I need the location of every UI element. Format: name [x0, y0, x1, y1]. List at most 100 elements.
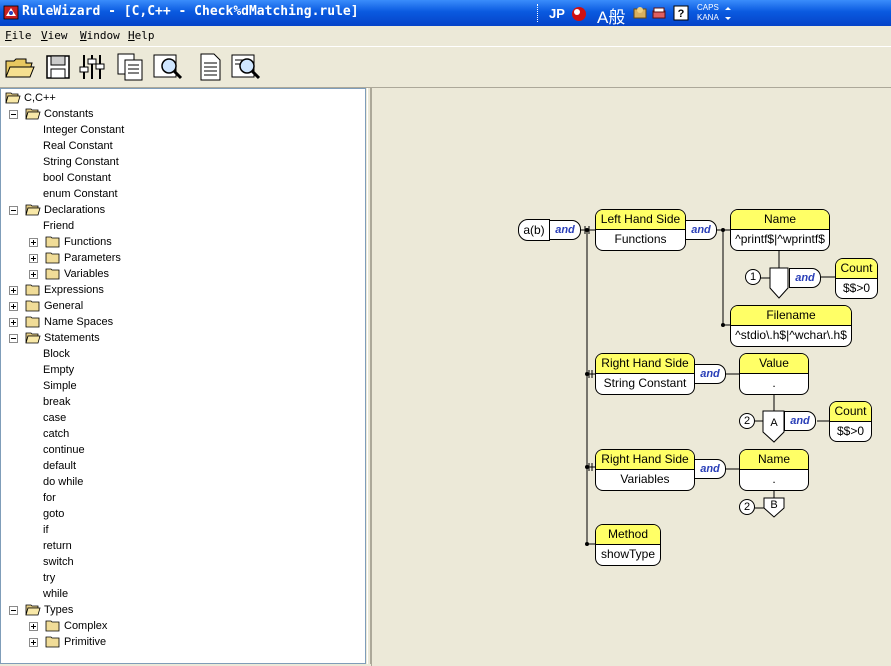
- tree-item[interactable]: Expressions: [44, 284, 104, 296]
- name-node-1[interactable]: Name ^printf$|^wprintf$: [730, 209, 830, 251]
- menu-file[interactable]: File: [5, 29, 32, 42]
- ime-help-icon[interactable]: ?: [673, 5, 689, 21]
- menu-window[interactable]: Window: [80, 29, 120, 42]
- tree-item[interactable]: Statements: [44, 332, 100, 344]
- document-icon[interactable]: [194, 51, 226, 83]
- collapse-icon[interactable]: [9, 206, 18, 215]
- ime-input-mode[interactable]: A般: [597, 8, 626, 27]
- ime-dictionary-icon[interactable]: [651, 5, 667, 21]
- pin-and-operator-2[interactable]: and: [784, 411, 816, 431]
- root-node[interactable]: a(b): [518, 219, 550, 241]
- save-icon[interactable]: [42, 51, 74, 83]
- rhs2-and-operator[interactable]: and: [694, 459, 726, 479]
- tree-item[interactable]: Friend: [43, 220, 75, 232]
- tree-item[interactable]: Real Constant: [43, 140, 113, 152]
- node-value: .: [772, 376, 776, 390]
- tree-item[interactable]: Declarations: [44, 204, 106, 216]
- svg-text:?: ?: [678, 8, 685, 20]
- tree-item[interactable]: C,C++: [24, 92, 56, 104]
- expand-icon[interactable]: [9, 286, 18, 295]
- tree-item[interactable]: Integer Constant: [43, 124, 125, 136]
- menu-help[interactable]: Help: [128, 29, 155, 42]
- ime-options-icon[interactable]: [723, 6, 733, 22]
- tree-item[interactable]: catch: [43, 428, 70, 440]
- root-and-operator[interactable]: and: [549, 220, 581, 240]
- tree-item[interactable]: default: [43, 460, 77, 472]
- tree-item[interactable]: try: [43, 572, 56, 584]
- window-title: RuleWizard - [C,C++ - Check%dMatching.ru…: [22, 4, 359, 19]
- collapse-icon[interactable]: [9, 110, 18, 119]
- tree-item[interactable]: do while: [43, 476, 84, 488]
- settings-sliders-icon[interactable]: [76, 51, 108, 83]
- menu-view[interactable]: View: [41, 29, 68, 42]
- pin-b[interactable]: [763, 497, 785, 518]
- ime-language[interactable]: JP: [549, 6, 565, 21]
- ime-grip[interactable]: [537, 4, 541, 22]
- rulewizard-app-icon[interactable]: [3, 4, 20, 21]
- copy-pages-icon[interactable]: [114, 51, 146, 83]
- tree-item[interactable]: Name Spaces: [44, 316, 114, 328]
- expand-icon[interactable]: [29, 638, 38, 647]
- node-header: Right Hand Side: [596, 450, 694, 470]
- tree-item[interactable]: while: [43, 588, 69, 600]
- left-hand-side-node[interactable]: Left Hand Side Functions: [595, 209, 686, 251]
- tree-item[interactable]: enum Constant: [43, 188, 118, 200]
- tree-item[interactable]: Simple: [43, 380, 77, 392]
- expand-icon[interactable]: [29, 622, 38, 631]
- tree-item[interactable]: Primitive: [64, 636, 107, 648]
- tree-item[interactable]: Empty: [43, 364, 75, 376]
- pin-one[interactable]: [769, 267, 789, 299]
- right-hand-side-node-2[interactable]: Right Hand Side Variables: [595, 449, 695, 491]
- expand-icon[interactable]: [9, 318, 18, 327]
- tree-item[interactable]: Types: [44, 604, 74, 616]
- folder-icon: [45, 619, 61, 633]
- count-node-1[interactable]: Count $$>0: [835, 258, 878, 299]
- value-node[interactable]: Value .: [739, 353, 809, 395]
- tree-item[interactable]: continue: [43, 444, 85, 456]
- expand-icon[interactable]: [29, 238, 38, 247]
- lhs-and-operator[interactable]: and: [685, 220, 717, 240]
- tree-item[interactable]: Parameters: [64, 252, 121, 264]
- pin-a[interactable]: [762, 410, 785, 443]
- tree-item[interactable]: case: [43, 412, 67, 424]
- occurrence-marker-3[interactable]: 2: [739, 499, 755, 515]
- tree-item[interactable]: for: [43, 492, 56, 504]
- tree-item[interactable]: Functions: [64, 236, 112, 248]
- method-node[interactable]: Method showType: [595, 524, 661, 566]
- count-node-2[interactable]: Count $$>0: [829, 401, 872, 442]
- tree-item[interactable]: Block: [43, 348, 70, 360]
- tree-item[interactable]: break: [43, 396, 71, 408]
- zoom-preview-icon[interactable]: [152, 51, 184, 83]
- filename-node[interactable]: Filename ^stdio\.h$|^wchar\.h$: [730, 305, 852, 347]
- rhs1-and-operator[interactable]: and: [694, 364, 726, 384]
- expand-icon[interactable]: [29, 270, 38, 279]
- tree-item[interactable]: General: [44, 300, 84, 312]
- tree-item[interactable]: Complex: [64, 620, 108, 632]
- occurrence-marker-1[interactable]: 1: [745, 269, 761, 285]
- pin-and-operator-1[interactable]: and: [789, 268, 821, 288]
- collapse-icon[interactable]: [9, 606, 18, 615]
- tree-item[interactable]: Variables: [64, 268, 110, 280]
- folder-icon: [45, 635, 61, 649]
- ime-logo-icon[interactable]: [570, 4, 588, 22]
- pin-a-label: A: [770, 417, 778, 429]
- tree-item[interactable]: String Constant: [43, 156, 119, 168]
- expand-icon[interactable]: [9, 302, 18, 311]
- search-preview-icon[interactable]: [230, 51, 262, 83]
- right-hand-side-node-1[interactable]: Right Hand Side String Constant: [595, 353, 695, 395]
- expand-icon[interactable]: [29, 254, 38, 263]
- tree-item[interactable]: goto: [43, 508, 65, 520]
- collapse-icon[interactable]: [9, 334, 18, 343]
- panel-splitter[interactable]: [367, 88, 371, 664]
- open-folder-icon[interactable]: [4, 51, 36, 83]
- tree-item[interactable]: switch: [43, 556, 74, 568]
- tree-item[interactable]: return: [43, 540, 72, 552]
- tree-item[interactable]: bool Constant: [43, 172, 111, 184]
- rule-diagram-canvas[interactable]: a(b) and Left Hand Side Functions and Na…: [371, 88, 891, 666]
- tree-item[interactable]: if: [43, 524, 49, 536]
- tree-item[interactable]: Constants: [44, 108, 94, 120]
- ime-pad-icon[interactable]: [632, 5, 648, 21]
- occurrence-marker-2[interactable]: 2: [739, 413, 755, 429]
- name-node-2[interactable]: Name .: [739, 449, 809, 491]
